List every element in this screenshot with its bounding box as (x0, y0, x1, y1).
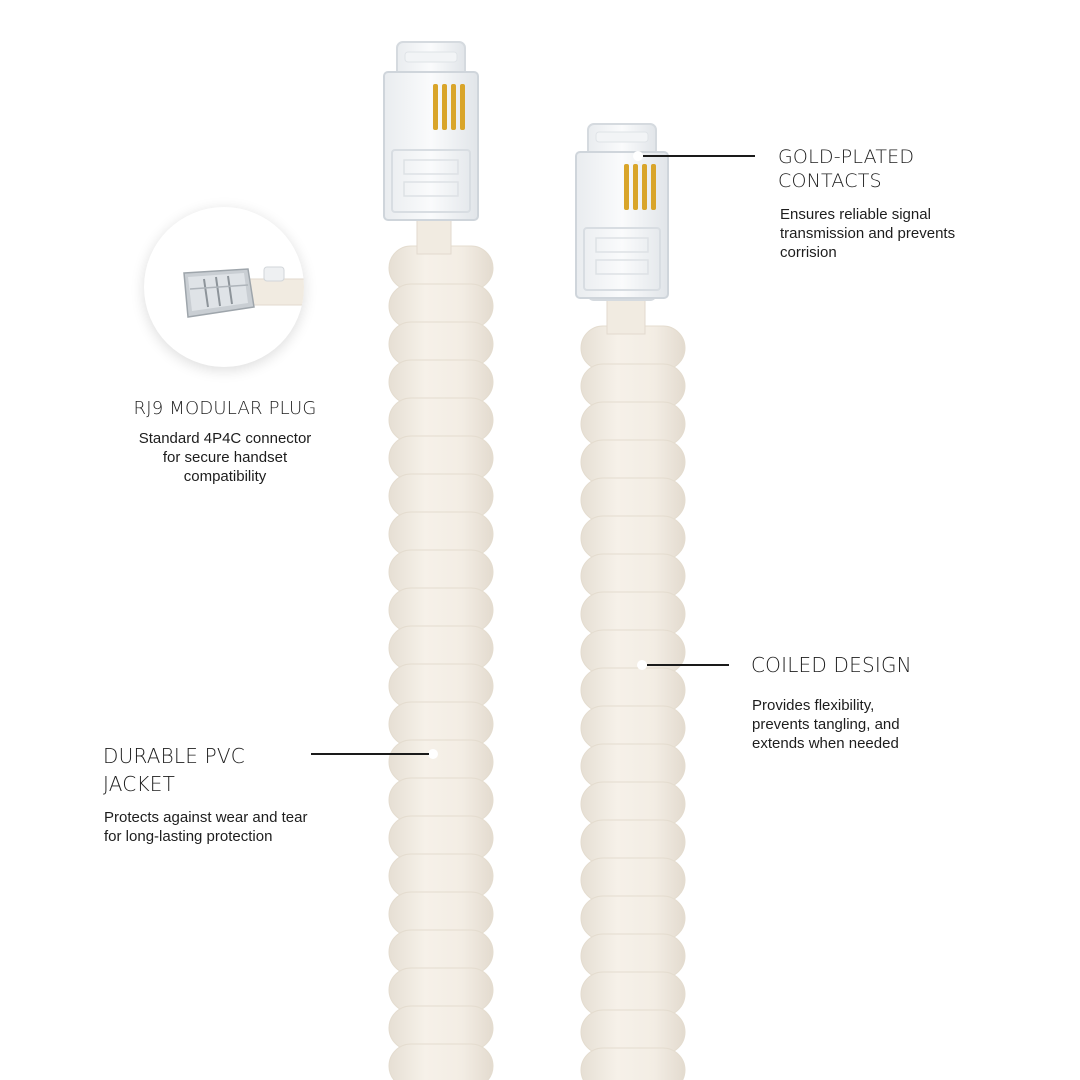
coil-loop (388, 1043, 494, 1080)
coil-loop (388, 511, 494, 557)
jacket-callout-dot (428, 749, 438, 759)
coil-loop (580, 933, 686, 979)
coiled-design-title: COILED DESIGN (751, 653, 912, 677)
right-gold-contacts (624, 164, 656, 210)
right-coil-cord (580, 325, 686, 1080)
coil-loop (388, 283, 494, 329)
rj9-plug-title: RJ9 MODULAR PLUG (133, 398, 317, 419)
coil-loop (580, 1009, 686, 1055)
coil-loop (580, 401, 686, 447)
coil-loop (580, 515, 686, 561)
coil-loop (580, 819, 686, 865)
coil-loop (580, 705, 686, 751)
jacket-lead-line (311, 753, 429, 755)
coil-loop (580, 439, 686, 485)
coil-loop (388, 625, 494, 671)
coil-loop (388, 891, 494, 937)
coil-loop (388, 435, 494, 481)
coil-loop (580, 971, 686, 1017)
coiled-design-description: Provides flexibility, prevents tangling,… (752, 697, 900, 752)
coil-loop (388, 549, 494, 595)
coil-loop (388, 853, 494, 899)
coil-loop (388, 967, 494, 1013)
coil-loop (580, 477, 686, 523)
coil-loop (580, 1047, 686, 1080)
coil-callout-dot (637, 660, 647, 670)
coil-loop (388, 1005, 494, 1051)
coil-loop (388, 929, 494, 975)
coil-loop (580, 781, 686, 827)
rj9-plug-closeup-icon (183, 266, 304, 318)
coil-lead-line (647, 664, 729, 666)
coil-loop (580, 363, 686, 409)
coil-loop (580, 857, 686, 903)
coil-loop (580, 629, 686, 675)
coil-loop (388, 359, 494, 405)
coil-loop (580, 895, 686, 941)
left-plug (383, 41, 479, 255)
coil-loop (580, 667, 686, 713)
left-coil-cord (388, 245, 494, 1080)
left-gold-contacts (433, 84, 465, 130)
contacts-callout-dot (633, 151, 643, 161)
gold-contacts-description: Ensures reliable signal transmission and… (780, 206, 956, 261)
coil-loop (388, 321, 494, 367)
coil-loop (388, 815, 494, 861)
pvc-jacket-title: DURABLE PVC JACKET (103, 744, 245, 796)
gold-contacts-title: GOLD-PLATED CONTACTS (778, 146, 915, 192)
pvc-jacket-description: Protects against wear and tear for long-… (104, 809, 308, 845)
contacts-lead-line (643, 155, 755, 157)
coil-loop (580, 743, 686, 789)
coil-loop (388, 701, 494, 747)
coil-loop (388, 397, 494, 443)
coil-loop (388, 587, 494, 633)
coil-loop (388, 663, 494, 709)
right-plug (575, 123, 669, 335)
rj9-plug-zoom-image (144, 207, 304, 367)
rj9-plug-description: Standard 4P4C connector for secure hands… (138, 430, 312, 485)
coil-loop (388, 739, 494, 785)
coil-loop (388, 473, 494, 519)
coil-loop (580, 553, 686, 599)
coil-loop (388, 777, 494, 823)
coil-loop (580, 591, 686, 637)
